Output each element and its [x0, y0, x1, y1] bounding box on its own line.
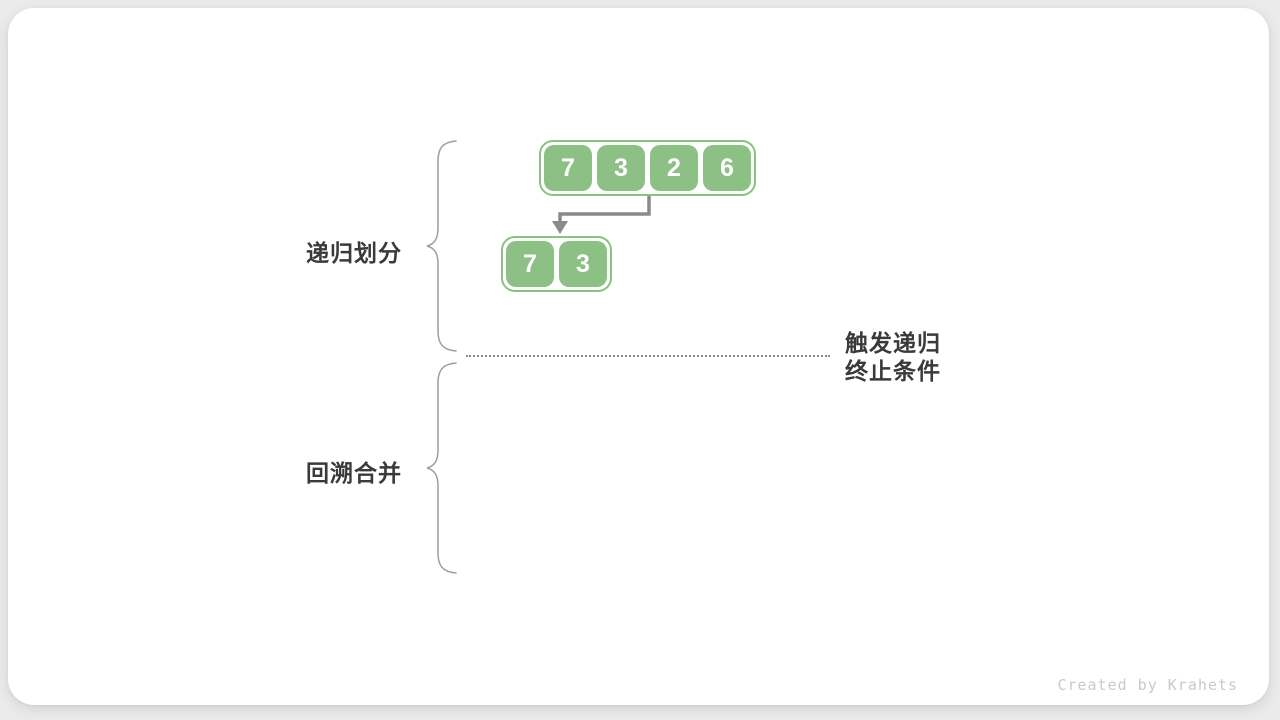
array-cell: 6 [703, 145, 751, 191]
brace-recursive-divide [426, 140, 457, 352]
watermark-text: Created by Krahets [1057, 676, 1238, 694]
array-cell: 2 [650, 145, 698, 191]
array-cell: 7 [544, 145, 592, 191]
phase-divider-dotted-line [466, 355, 830, 357]
array-cell: 7 [506, 241, 554, 287]
array-cell: 3 [559, 241, 607, 287]
array-cell: 3 [597, 145, 645, 191]
brace-backtrack-merge [426, 362, 457, 574]
annotation-line1: 触发递归 [845, 330, 941, 356]
annotation-termination: 触发递归 终止条件 [845, 329, 941, 385]
label-recursive-divide: 递归划分 [306, 240, 402, 266]
annotation-line2: 终止条件 [845, 358, 941, 384]
split-arrow-icon [552, 196, 651, 234]
label-backtrack-merge: 回溯合并 [306, 460, 402, 486]
